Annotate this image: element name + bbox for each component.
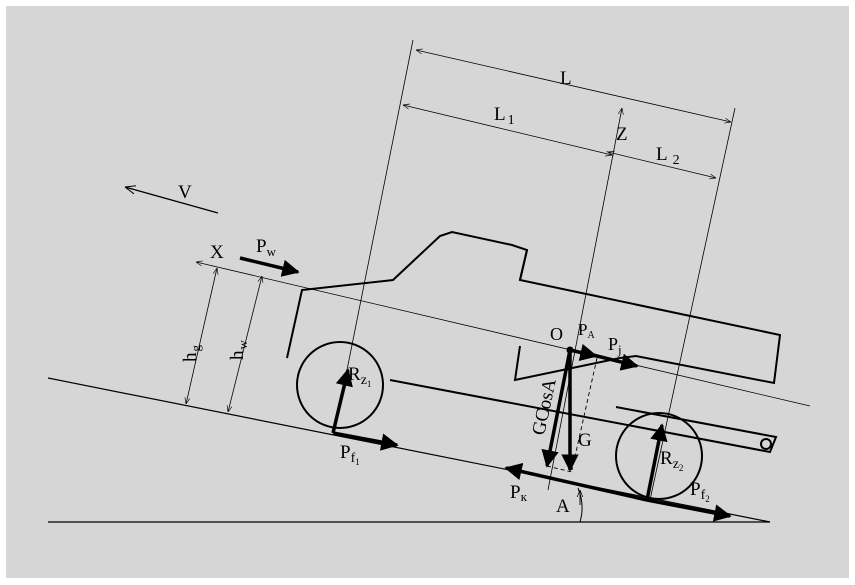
GcosA-force-arrow — [541, 349, 572, 468]
x-axis-line — [196, 262, 811, 407]
label-X: X — [210, 242, 224, 263]
hw-dimension-line — [228, 276, 262, 412]
label-hg: hg — [180, 345, 203, 363]
label-Pf1: Pf1 — [340, 442, 360, 467]
L-dimension-line — [416, 50, 731, 122]
label-G: G — [578, 430, 592, 451]
label-Z: Z — [616, 124, 628, 145]
front-wheel — [296, 341, 384, 429]
label-O: O — [550, 324, 563, 344]
Pf2-force-arrow — [646, 498, 732, 522]
label-Pk: Pк — [510, 482, 528, 504]
label-Rz2: Rz2 — [660, 448, 683, 473]
label-V: V — [178, 182, 192, 203]
label-A: A — [556, 496, 570, 517]
L2-dimension-line — [608, 152, 716, 178]
center-of-mass-point — [566, 346, 574, 354]
Pf1-force-arrow — [332, 431, 399, 451]
label-L: L — [560, 68, 572, 89]
Pk-force-arrow — [504, 462, 648, 502]
label-PA: PA — [578, 320, 595, 341]
velocity-arrow — [125, 187, 219, 214]
label-Pf2: Pf2 — [690, 479, 710, 504]
g-projection-dashed-line — [571, 357, 598, 471]
rear-axle-extension-line — [649, 107, 736, 501]
label-Rz1: Rz1 — [348, 364, 371, 389]
Pj-force-arrow — [592, 353, 639, 371]
PA-force-arrow — [569, 343, 598, 361]
Rz1-force-arrow — [331, 368, 353, 434]
front-axle-extension-line — [334, 39, 414, 431]
L1-dimension-line — [403, 105, 612, 155]
rear-wheel — [615, 412, 703, 500]
label-hw: hw — [227, 340, 250, 361]
hg-dimension-line — [186, 268, 217, 404]
Pw-force-arrow — [239, 256, 300, 277]
label-Pj: Pj — [608, 334, 622, 357]
Rz2-force-arrow — [645, 423, 668, 501]
label-Pw: Pw — [256, 236, 277, 259]
